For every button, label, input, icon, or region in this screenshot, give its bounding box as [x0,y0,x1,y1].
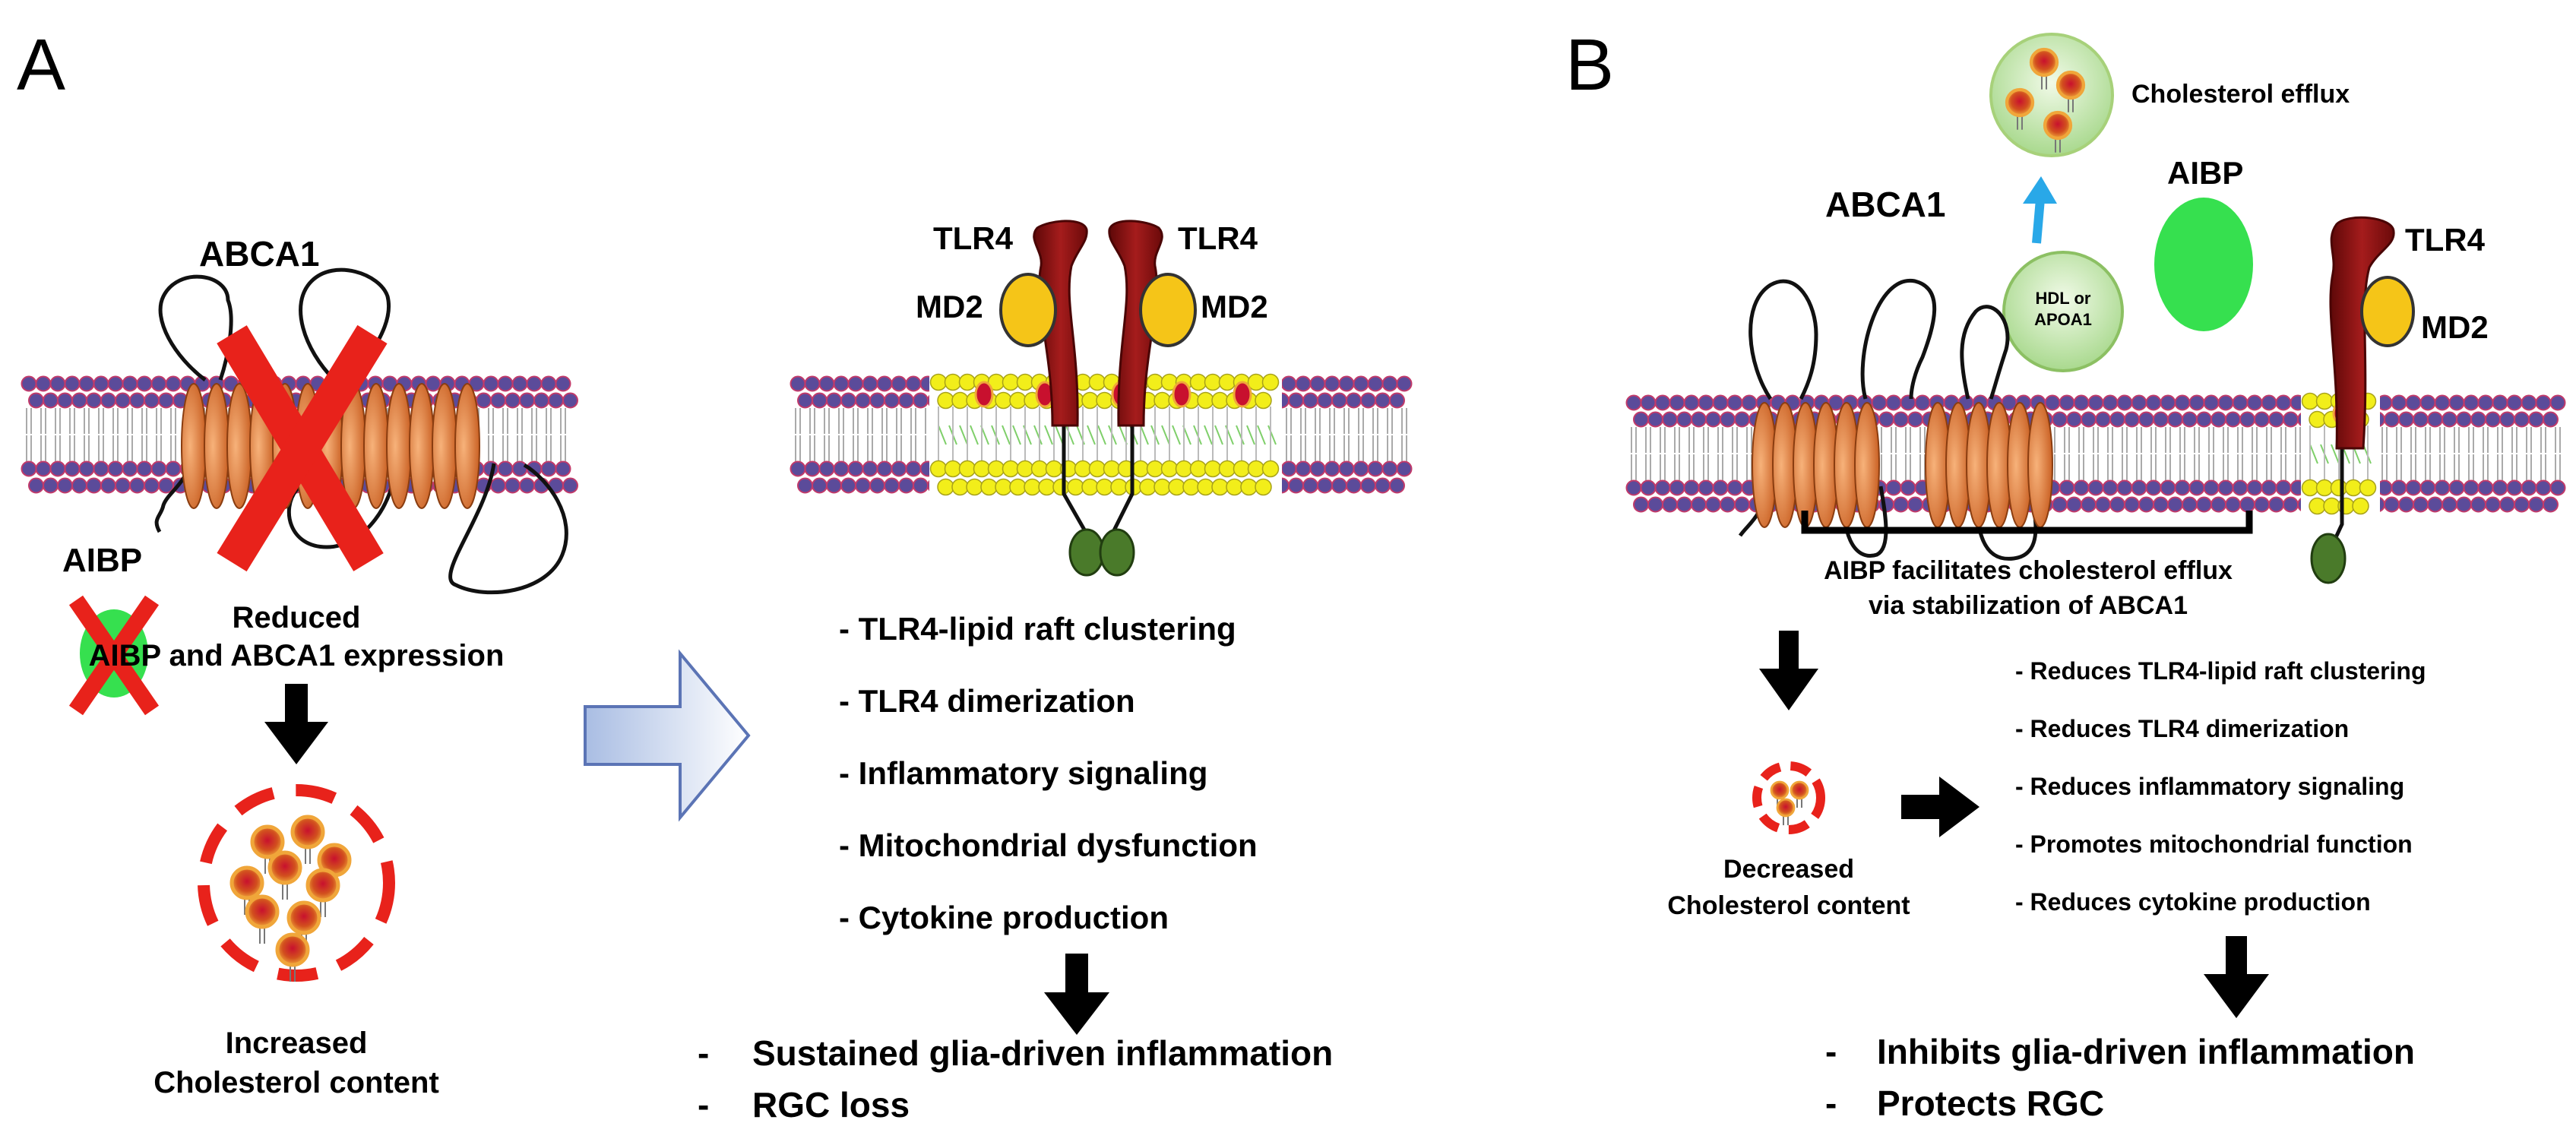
facilitates-line-1: AIBP facilitates cholesterol efflux [1824,556,2233,585]
down-arrow-icon [1044,954,1109,1035]
outcome-item-a-1: RGC loss [752,1085,910,1125]
tlr4-right-label: TLR4 [1178,220,1258,256]
abca1-label-a: ABCA1 [199,234,319,274]
md2-right-shape [1139,273,1197,347]
panel-b: B Cholesterol efflux HDL or APOA1 AIBP A… [1565,24,2566,1123]
effect-item-b-1: - Reduces TLR4 dimerization [2015,715,2349,742]
md2-right-label: MD2 [1201,289,1268,324]
effect-item-a-2: - Inflammatory signaling [839,755,1207,791]
increased-line-1: Increased [226,1027,368,1060]
effect-item-a-1: - TLR4 dimerization [839,683,1135,719]
outcome-dash-b-0: - [1825,1032,1837,1071]
cholesterol-vesicle-a [198,784,395,982]
panel-b-label: B [1565,24,1614,106]
tlr4-monomer-b [2310,216,2415,584]
effects-list-b: - Reduces TLR4-lipid raft clustering - R… [2015,657,2426,916]
tlr4-left-label: TLR4 [933,220,1014,256]
panel-a: A ABCA1 AIBP Reduced AIBP and ABCA1 expr… [17,24,1413,1125]
outcome-dash-a-0: - [698,1033,709,1073]
aibp-label-b: AIBP [2167,155,2243,191]
panel-a-label: A [17,24,65,106]
outcomes-list-a: - Sustained glia-driven inflammation - R… [698,1033,1333,1125]
tir-domain-b [2310,533,2347,584]
facilitates-line-2: via stabilization of ABCA1 [1869,591,2188,620]
outcome-item-b-1: Protects RGC [1877,1083,2104,1123]
abca1-transporter-b-right [1925,402,2053,528]
abca1-transporter-b-left [1752,402,1880,528]
efflux-particle [1989,33,2114,157]
hdl-label-1: HDL or [2036,289,2091,308]
efflux-arrow-icon [2023,176,2057,244]
lipid-raft-a [929,373,1282,498]
abca1-cross-icon [217,324,388,572]
cholesterol-vesicle-b [1752,761,1825,834]
effect-item-b-4: - Reduces cytokine production [2015,888,2371,916]
aibp-label-a: AIBP [62,542,142,579]
md2-b-shape [2360,276,2415,347]
tlr4-label-b: TLR4 [2405,222,2486,258]
hdl-label-2: APOA1 [2034,310,2092,329]
bracket [1801,511,2253,534]
right-arrow-icon [1901,777,1979,837]
md2-label-b: MD2 [2421,309,2489,345]
cholesterol-efflux-label: Cholesterol efflux [2131,80,2350,109]
down-arrow-icon [1759,631,1818,710]
tir-domain-left [1068,528,1105,577]
aibp-protein-b [2154,198,2253,331]
outcome-dash-a-1: - [698,1085,709,1125]
tlr4-dimer [999,220,1197,577]
md2-left-label: MD2 [916,289,983,324]
down-arrow-icon [264,684,328,764]
effect-item-b-3: - Promotes mitochondrial function [2015,830,2413,858]
increased-line-2: Cholesterol content [153,1066,439,1099]
tir-domain-right [1099,528,1135,577]
transition-arrow-icon [584,649,751,822]
reduced-line-1: Reduced [233,601,361,634]
aibp-cross-icon [68,595,160,716]
outcome-item-b-0: Inhibits glia-driven inflammation [1877,1032,2415,1071]
md2-left-shape [999,273,1057,347]
effects-list-a: - TLR4-lipid raft clustering - TLR4 dime… [839,611,1258,935]
outcome-dash-b-1: - [1825,1083,1837,1123]
effect-item-b-2: - Reduces inflammatory signaling [2015,773,2404,800]
outcomes-list-b: - Inhibits glia-driven inflammation - Pr… [1825,1032,2415,1123]
effect-item-a-4: - Cytokine production [839,900,1169,935]
effect-item-a-0: - TLR4-lipid raft clustering [839,611,1236,647]
tlr4-b-shape [2329,216,2395,450]
tlr4-left-shape [1033,220,1088,427]
effect-item-a-3: - Mitochondrial dysfunction [839,827,1258,863]
reduced-line-2: AIBP and ABCA1 expression [89,639,505,672]
outcome-item-a-0: Sustained glia-driven inflammation [752,1033,1333,1073]
effect-item-b-0: - Reduces TLR4-lipid raft clustering [2015,657,2426,685]
hdl-apoa1-particle [2002,251,2124,372]
down-arrow-icon [2204,936,2269,1018]
abca1-label-b: ABCA1 [1825,185,1945,224]
decreased-line-1: Decreased [1723,855,1854,884]
tlr4-right-shape [1108,220,1163,427]
decreased-line-2: Cholesterol content [1667,891,1910,920]
